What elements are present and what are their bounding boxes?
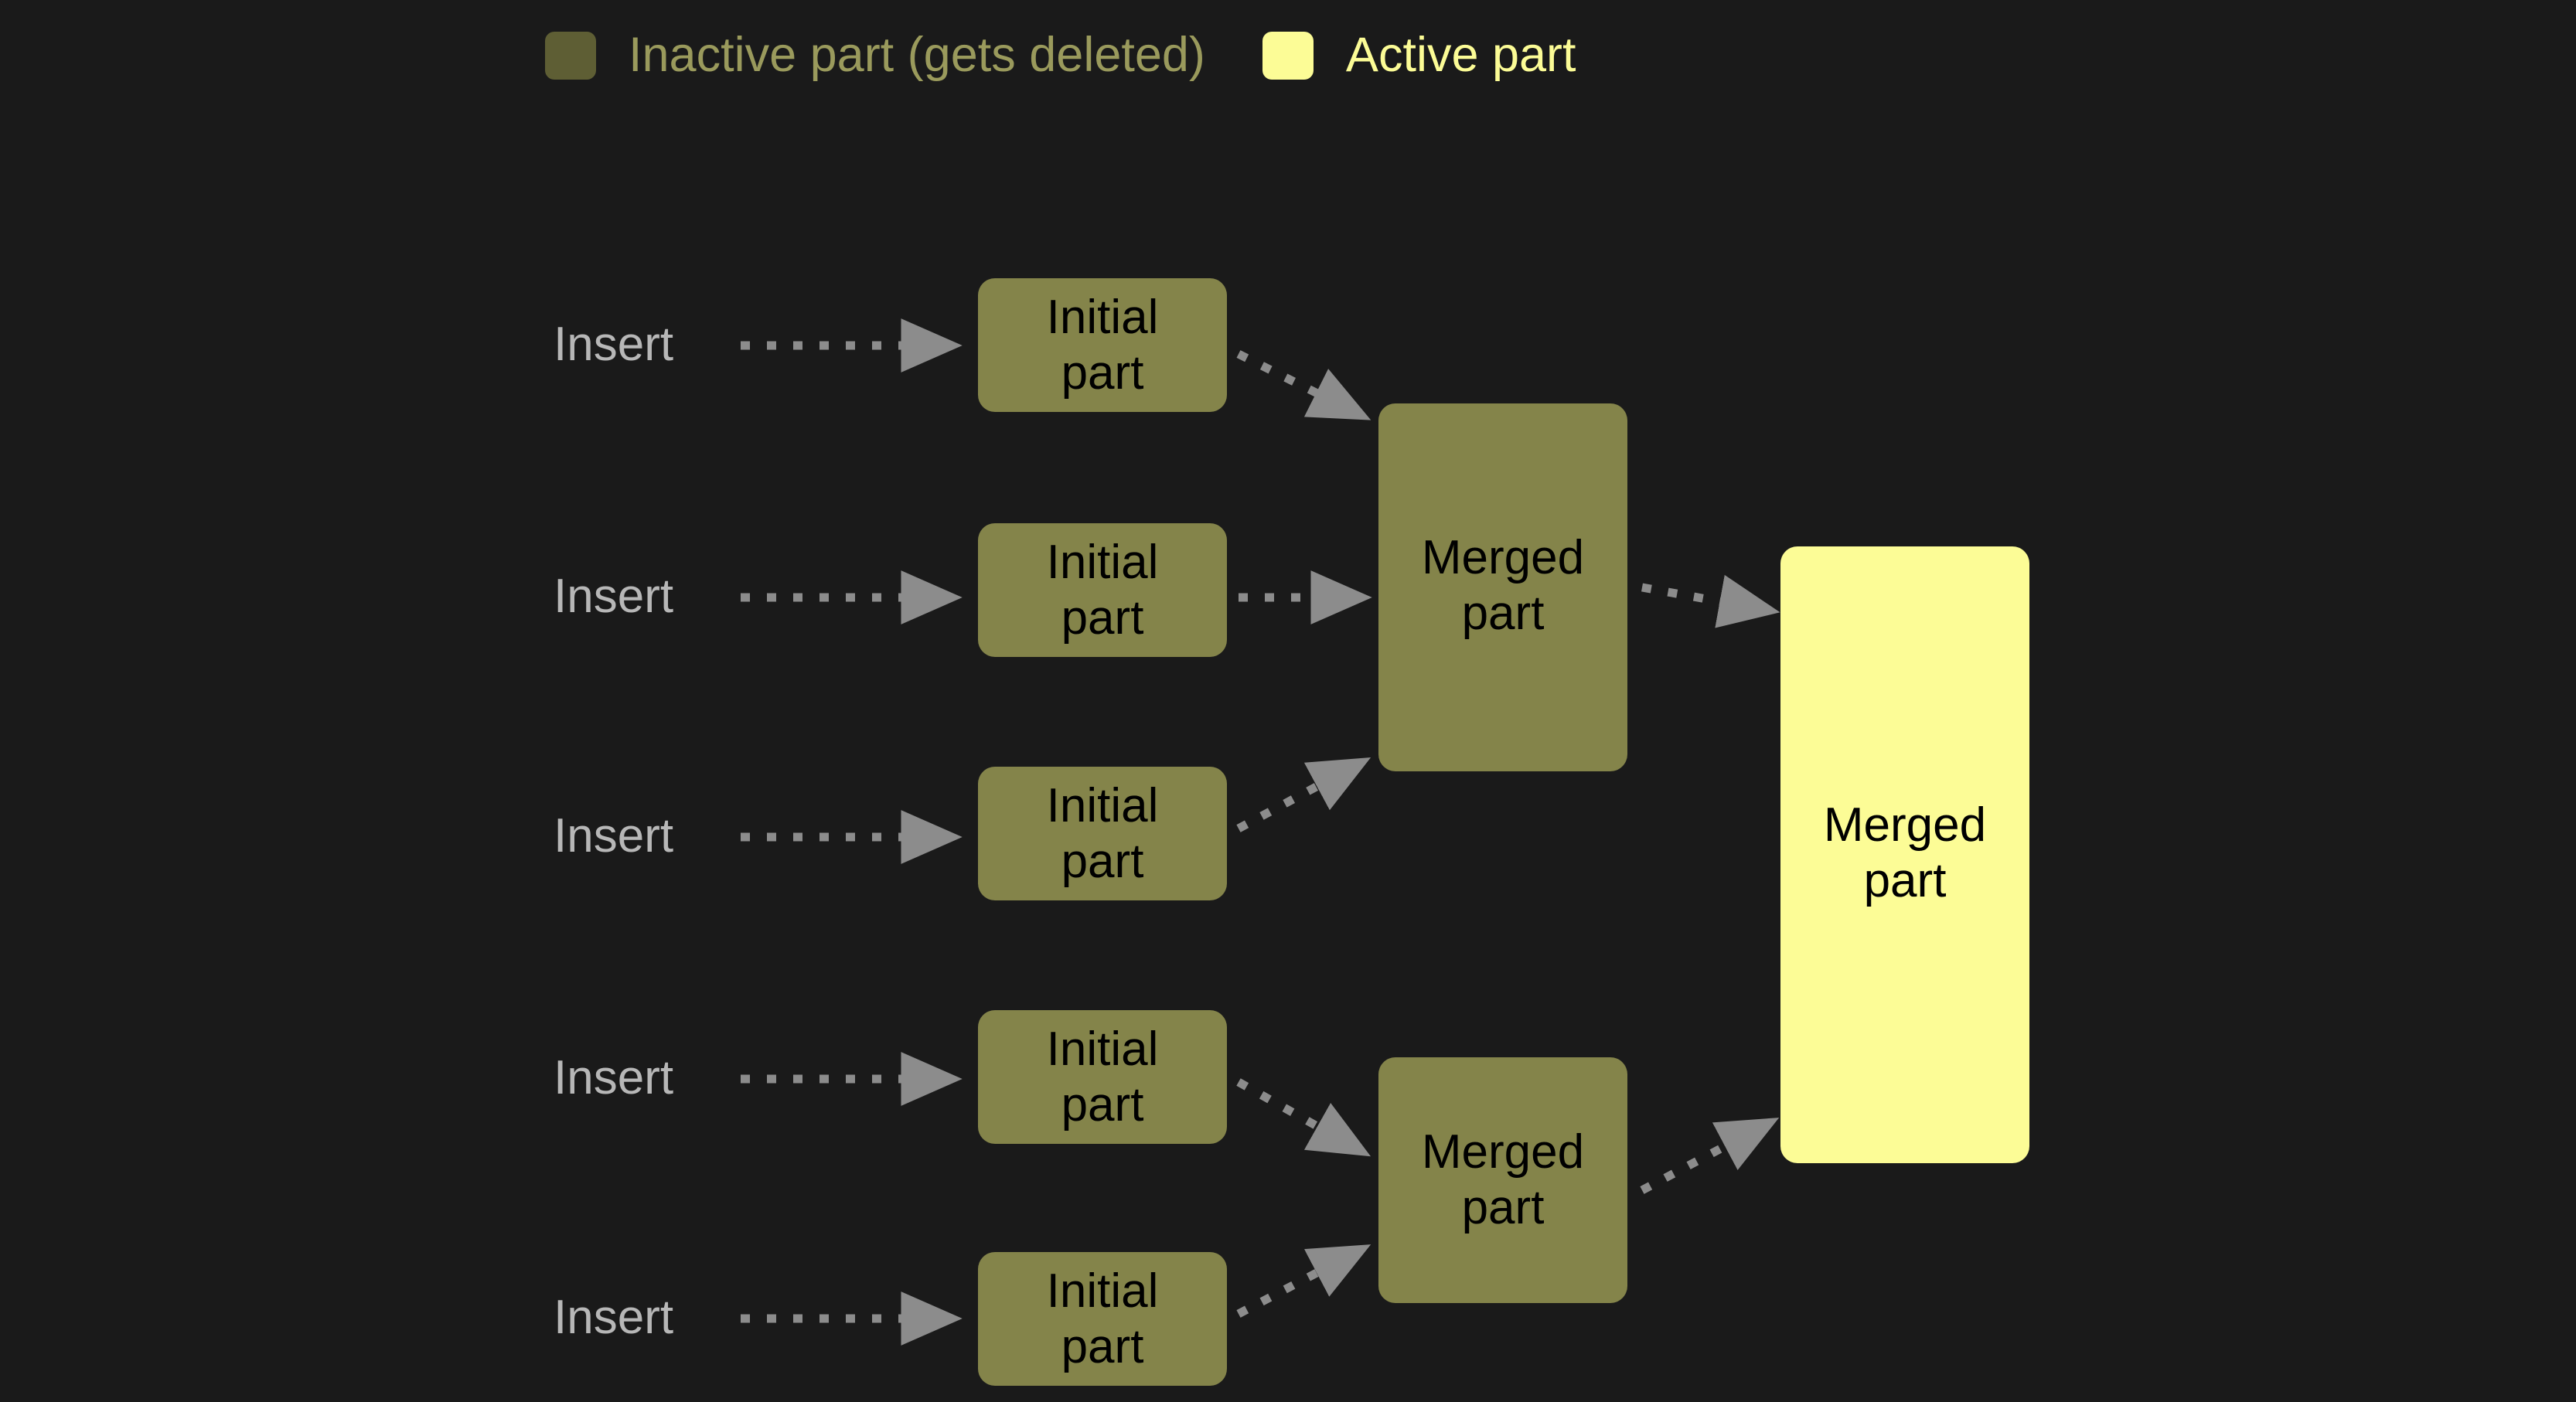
edge-initial-3-merged-top xyxy=(1236,757,1371,832)
edge-initial-4-merged-bottom xyxy=(1236,1078,1371,1157)
edge-initial-5-merged-bottom xyxy=(1236,1244,1371,1318)
node-initial-part-5[interactable]: Initial part xyxy=(978,1252,1227,1386)
node-initial-part-1[interactable]: Initial part xyxy=(978,278,1227,412)
node-initial-part-3[interactable]: Initial part xyxy=(978,767,1227,900)
node-initial-part-4[interactable]: Initial part xyxy=(978,1010,1227,1144)
insert-label-5: Insert xyxy=(554,1291,674,1344)
legend-label-active: Active part xyxy=(1345,28,1576,82)
node-label: Initial part xyxy=(1046,290,1159,400)
edge-merged-top-active xyxy=(1641,574,1780,628)
node-label: Initial part xyxy=(1046,1022,1159,1131)
insert-label-1: Insert xyxy=(554,318,674,371)
node-label: Merged part xyxy=(1823,798,1987,907)
node-merged-part-bottom[interactable]: Merged part xyxy=(1378,1057,1627,1303)
node-label: Merged part xyxy=(1421,531,1585,640)
node-label: Initial part xyxy=(1046,535,1159,645)
legend-swatch-active-icon xyxy=(1262,31,1314,80)
edge-initial-1-merged-top xyxy=(1236,350,1371,420)
legend: Inactive part (gets deleted) Active part xyxy=(545,31,1576,80)
legend-item-inactive: Inactive part (gets deleted) xyxy=(545,31,1205,80)
node-merged-part-top[interactable]: Merged part xyxy=(1378,403,1627,771)
legend-item-active: Active part xyxy=(1262,31,1576,80)
node-initial-part-2[interactable]: Initial part xyxy=(978,523,1227,657)
node-merged-part-active[interactable]: Merged part xyxy=(1780,546,2029,1163)
edge-merged-bottom-active xyxy=(1640,1118,1780,1194)
insert-label-3: Insert xyxy=(554,809,674,863)
node-label: Initial part xyxy=(1046,1264,1159,1373)
insert-label-4: Insert xyxy=(554,1051,674,1104)
node-label: Initial part xyxy=(1046,778,1159,888)
node-label: Merged part xyxy=(1421,1125,1585,1234)
legend-swatch-inactive-icon xyxy=(545,31,596,80)
legend-label-inactive: Inactive part (gets deleted) xyxy=(629,28,1205,82)
insert-label-2: Insert xyxy=(554,570,674,623)
